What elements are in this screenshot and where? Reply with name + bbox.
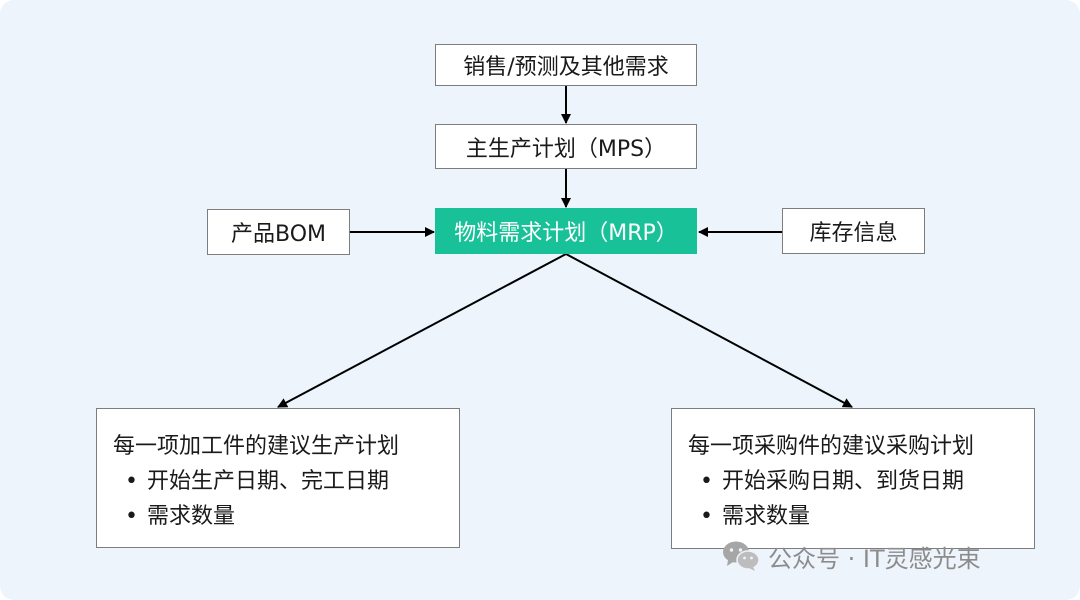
bullet-dot: • [125,504,138,529]
make-plan-bullet-text: 需求数量 [147,504,236,529]
node-buy-plan: 每一项采购件的建议采购计划 • 开始采购日期、到货日期 • 需求数量 [671,408,1035,549]
node-bom-label: 产品BOM [230,222,326,247]
node-make-plan: 每一项加工件的建议生产计划 • 开始生产日期、完工日期 • 需求数量 [96,408,460,548]
buy-plan-bullet: • 开始采购日期、到货日期 [688,464,1034,499]
buy-plan-heading: 每一项采购件的建议采购计划 [688,434,975,459]
node-sales-forecast-label: 销售/预测及其他需求 [463,55,669,80]
edge-mrp-to-make-plan [277,253,567,408]
node-inventory: 库存信息 [782,208,925,254]
node-mrp-label: 物料需求计划（MRP） [454,221,678,246]
wechat-icon [723,541,760,571]
node-inventory-label: 库存信息 [809,221,898,246]
node-mrp: 物料需求计划（MRP） [435,208,697,254]
make-plan-bullet-text: 开始生产日期、完工日期 [147,469,390,494]
make-plan-bullet: • 开始生产日期、完工日期 [113,464,459,499]
buy-plan-bullet: • 需求数量 [688,499,1034,534]
buy-plan-bullet-text: 需求数量 [722,504,811,529]
node-mps-label: 主生产计划（MPS） [465,136,667,162]
make-plan-heading: 每一项加工件的建议生产计划 [113,434,400,459]
bullet-dot: • [125,469,138,494]
buy-plan-bullet-text: 开始采购日期、到货日期 [722,469,965,494]
bullet-dot: • [700,504,713,529]
make-plan-bullet: • 需求数量 [113,499,459,534]
node-sales-forecast: 销售/预测及其他需求 [435,44,697,86]
watermark-text: 公众号 · IT灵感光束 [768,544,981,573]
node-bom: 产品BOM [207,209,350,255]
node-mps: 主生产计划（MPS） [435,124,697,169]
watermark: 公众号 · IT灵感光束 [722,538,981,574]
edge-mrp-to-buy-plan [565,253,853,408]
bullet-dot: • [700,469,713,494]
